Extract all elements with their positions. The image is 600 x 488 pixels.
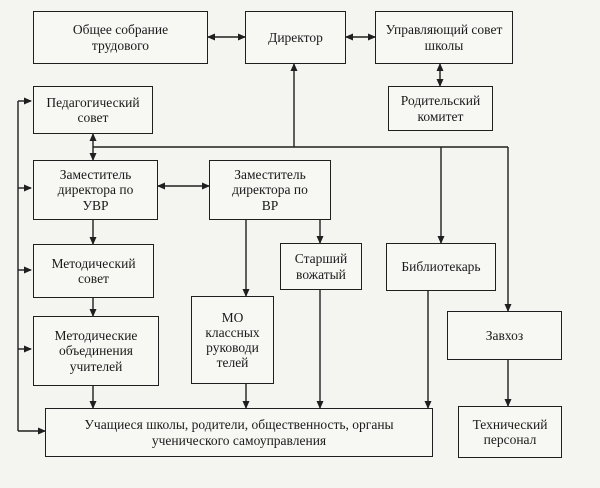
node-general-meeting-label: Общее собрание трудового	[72, 22, 169, 53]
node-stakeholders: Учащиеся школы, родители, общественность…	[45, 408, 433, 457]
node-senior-counselor: Старший вожатый	[280, 243, 362, 290]
node-caretaker: Завхоз	[447, 311, 562, 360]
node-mo-class-teachers-label: МО классных руководи телей	[205, 309, 260, 371]
node-caretaker-label: Завхоз	[485, 327, 524, 343]
node-librarian: Библиотекарь	[386, 243, 496, 291]
node-deputy-vr-label: Заместитель директора по ВР	[232, 167, 308, 213]
node-technical-staff-label: Технический персонал	[472, 416, 548, 447]
node-pedagogical-council: Педагогический совет	[33, 86, 153, 134]
node-parent-committee: Родительский комитет	[388, 86, 493, 131]
node-deputy-vr: Заместитель директора по ВР	[209, 160, 331, 220]
node-teacher-associations: Методические объединения учителей	[33, 316, 159, 386]
node-deputy-uvr-label: Заместитель директора по УВР	[57, 167, 134, 213]
node-pedagogical-council-label: Педагогический совет	[46, 94, 140, 125]
node-senior-counselor-label: Старший вожатый	[294, 251, 348, 282]
node-parent-committee-label: Родительский комитет	[400, 93, 481, 124]
node-school-council: Управляющий совет школы	[375, 11, 513, 64]
node-librarian-label: Библиотекарь	[401, 259, 481, 275]
node-methodical-council-label: Методический совет	[51, 255, 136, 286]
node-director: Директор	[245, 11, 346, 64]
node-general-meeting: Общее собрание трудового	[33, 11, 208, 64]
node-stakeholders-label: Учащиеся школы, родители, общественность…	[84, 417, 394, 448]
node-teacher-associations-label: Методические объединения учителей	[54, 328, 138, 374]
node-mo-class-teachers: МО классных руководи телей	[191, 296, 274, 384]
node-director-label: Директор	[268, 29, 323, 45]
node-methodical-council: Методический совет	[33, 244, 154, 298]
node-technical-staff: Технический персонал	[458, 406, 562, 458]
node-school-council-label: Управляющий совет школы	[385, 22, 503, 53]
node-deputy-uvr: Заместитель директора по УВР	[33, 160, 158, 220]
